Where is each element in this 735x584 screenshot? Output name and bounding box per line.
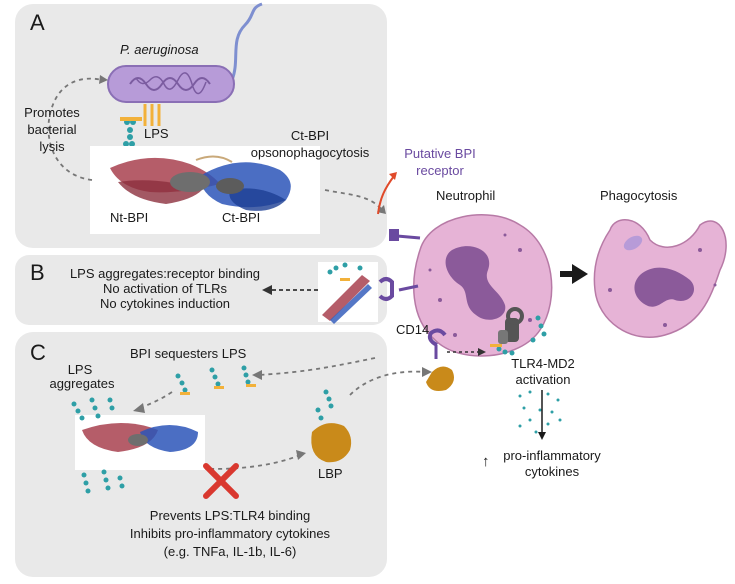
promotes-line1: Promotes xyxy=(24,105,80,120)
panel-b-line1: LPS aggregates:receptor binding xyxy=(69,266,261,281)
prevents-line3: (e.g. TNFa, IL-1b, IL-6) xyxy=(163,544,297,559)
cytokines-icon xyxy=(518,390,562,434)
lysis-loop-arrow xyxy=(47,77,103,181)
cytokines-line1: pro-inflammatory xyxy=(503,448,601,463)
promotes-line3: lysis xyxy=(39,139,65,154)
putative-receptor-icon xyxy=(378,229,421,301)
lps-aggregates-line2: aggregates xyxy=(49,376,115,391)
lps-monomers-icon xyxy=(175,365,334,421)
increase-arrow: ↑ xyxy=(482,453,490,470)
prevents-line1: Prevents LPS:TLR4 binding xyxy=(149,508,311,523)
neutrophil-label: Neutrophil xyxy=(436,188,496,203)
panel-c-letter: C xyxy=(30,340,46,365)
red-x-icon xyxy=(203,463,239,499)
receptor-label-line2: receptor xyxy=(416,163,464,178)
cd14-receptor-icon xyxy=(427,328,447,359)
organism-label: P. aeruginosa xyxy=(120,42,199,57)
bacterium-icon xyxy=(107,2,263,126)
bpi-protein-structure-a xyxy=(90,146,320,234)
nt-bpi-label: Nt-BPI xyxy=(110,210,149,225)
ct-bpi-label: Ct-BPI xyxy=(222,210,261,225)
tlr4-line2: activation xyxy=(515,372,571,387)
bpi-lps-aggregate-c xyxy=(75,415,205,470)
bpi-sequesters-label: BPI sequesters LPS xyxy=(130,346,247,361)
opsonophagocytosis-label: opsonophagocytosis xyxy=(250,145,370,160)
panel-b-line3: No cytokines induction xyxy=(99,296,231,311)
panel-c-top-arrow xyxy=(257,357,376,376)
panel-a-letter: A xyxy=(30,10,45,35)
promotes-line2: bacterial xyxy=(27,122,77,137)
cytokines-line2: cytokines xyxy=(524,464,580,479)
lbp-label: LBP xyxy=(318,466,343,481)
phagocytic-cell xyxy=(593,219,727,338)
lbp-icon xyxy=(311,423,352,463)
panel-b-letter: B xyxy=(30,260,45,285)
neutrophil-cell xyxy=(413,214,553,357)
tlr4-md2-icon xyxy=(498,307,524,344)
lps-cd14-icon xyxy=(496,315,547,356)
phagocytosis-label: Phagocytosis xyxy=(600,188,678,203)
panel-b-line2: No activation of TLRs xyxy=(102,281,228,296)
lbp-icon-upper xyxy=(426,366,454,391)
receptor-pointer-arrow xyxy=(377,175,395,215)
ct-bpi-title: Ct-BPI xyxy=(290,128,330,143)
lps-aggregate-chains xyxy=(71,397,125,494)
panel-b-background xyxy=(15,255,387,325)
lps-label: LPS xyxy=(144,126,169,141)
lps-aggregates-line1: LPS xyxy=(67,362,93,377)
panel-c-to-cd14-arrow xyxy=(349,370,426,396)
receptor-label-line1: Putative BPI xyxy=(404,146,476,161)
bpi-lps-aggregate-b xyxy=(318,262,378,324)
prevents-line2: Inhibits pro-inflammatory cytokines xyxy=(129,526,331,541)
tlr4-line1: TLR4-MD2 xyxy=(511,356,575,371)
cd14-label: CD14 xyxy=(396,322,430,337)
